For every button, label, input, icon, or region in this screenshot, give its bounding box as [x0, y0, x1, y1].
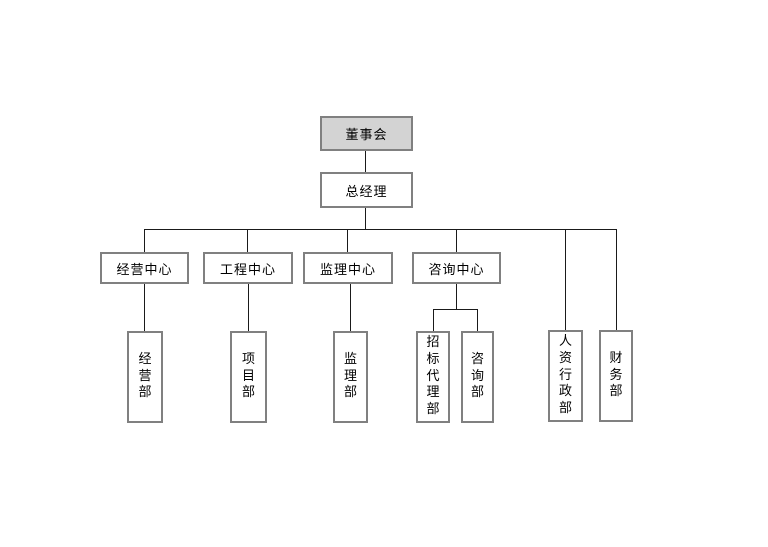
org-node-dept-hr-admin: 人资行政部	[548, 330, 583, 422]
connector-bus-dept-finance	[616, 229, 617, 330]
connector-bus-center-engineering	[247, 229, 248, 252]
connector-split-bidding-agency	[433, 309, 434, 331]
connector-consulting-split-stem	[456, 284, 457, 309]
org-node-center-consulting: 咨询中心	[412, 252, 501, 284]
org-node-dept-finance: 财务部	[599, 330, 633, 422]
dept-label: 监理部	[343, 351, 357, 401]
org-node-center-engineering: 工程中心	[203, 252, 293, 284]
connector-operations-dept	[144, 284, 145, 331]
connector-gm-bus	[365, 208, 366, 229]
connector-bus-center-operations	[144, 229, 145, 252]
org-node-dept-bidding-agency: 招标代理部	[416, 331, 450, 423]
connector-supervision-dept	[350, 284, 351, 331]
org-node-dept-consulting: 咨询部	[461, 331, 494, 423]
connector-engineering-dept	[248, 284, 249, 331]
org-node-center-operations: 经营中心	[100, 252, 189, 284]
org-node-center-supervision: 监理中心	[303, 252, 393, 284]
dept-label: 咨询部	[470, 351, 484, 401]
org-node-dept-project: 项目部	[230, 331, 267, 423]
connector-bus-dept-hr-admin	[565, 229, 566, 330]
org-node-dept-operations: 经营部	[127, 331, 163, 423]
connector-board-gm	[365, 151, 366, 172]
connector-consulting-split-bar	[433, 309, 478, 310]
org-node-general-manager: 总经理	[320, 172, 413, 208]
org-node-dept-supervision: 监理部	[333, 331, 368, 423]
dept-label: 项目部	[241, 351, 255, 401]
connector-main-bus	[144, 229, 617, 230]
dept-label: 经营部	[138, 351, 152, 401]
connector-bus-center-supervision	[347, 229, 348, 252]
org-node-board: 董事会	[320, 116, 413, 151]
connector-bus-center-consulting	[456, 229, 457, 252]
connector-split-consulting-dept	[477, 309, 478, 331]
dept-label: 人资行政部	[558, 333, 572, 417]
dept-label: 财务部	[609, 350, 623, 400]
dept-label: 招标代理部	[426, 334, 440, 418]
